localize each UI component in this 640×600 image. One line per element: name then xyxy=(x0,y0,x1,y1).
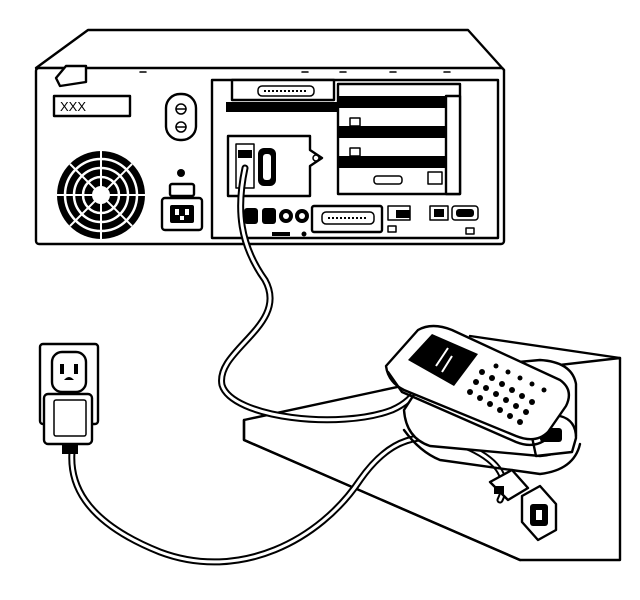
power-adapter xyxy=(42,392,94,454)
terminal-keypad xyxy=(467,363,547,425)
expansion-slots xyxy=(226,82,462,196)
dc-plug-connector xyxy=(520,484,558,542)
fan-grille xyxy=(57,151,145,239)
power-socket xyxy=(160,182,204,232)
label-tab xyxy=(54,64,88,88)
handheld-terminal xyxy=(384,324,571,447)
label-plate: XXX xyxy=(52,94,132,118)
desktop-computer: XXX xyxy=(34,28,506,246)
indicator-dot xyxy=(177,169,185,177)
terminal-screen xyxy=(408,334,478,386)
parallel-port xyxy=(230,78,336,102)
bottom-ports xyxy=(244,204,479,237)
voltage-switch xyxy=(164,92,198,142)
label-plate-text: XXX xyxy=(60,99,86,114)
serial-cable xyxy=(218,164,421,424)
db9-connector xyxy=(488,468,530,502)
